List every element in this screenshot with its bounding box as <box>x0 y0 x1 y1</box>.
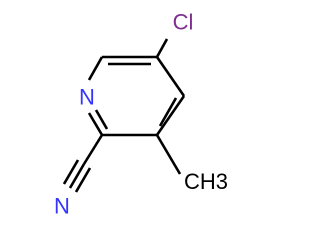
nitrile-bond-center <box>68 163 86 189</box>
bond-n1-c2 <box>87 112 104 136</box>
bond-c4a-c4 <box>155 56 186 97</box>
nitrile-bond-right <box>74 167 92 193</box>
nitrile-bond-left <box>62 159 80 185</box>
methyl-label: CH3 <box>184 169 228 194</box>
bond-c5-n1 <box>87 56 104 81</box>
structure-diagram: Cl N N CH3 <box>54 10 228 219</box>
ring-nitrogen-label: N <box>79 85 95 110</box>
bond-n1-c2-inner <box>94 109 109 130</box>
bond-c3-c4a <box>155 95 186 136</box>
nitrile-nitrogen-label: N <box>54 194 70 219</box>
chlorine-label: Cl <box>173 10 194 35</box>
methyl-label-text: CH3 <box>184 169 228 194</box>
bond-c2-cn <box>82 134 104 165</box>
bond-c3-c4a-inner <box>158 97 178 127</box>
bond-c3-ch3 <box>155 134 182 175</box>
bond-c4-cl <box>155 38 169 58</box>
